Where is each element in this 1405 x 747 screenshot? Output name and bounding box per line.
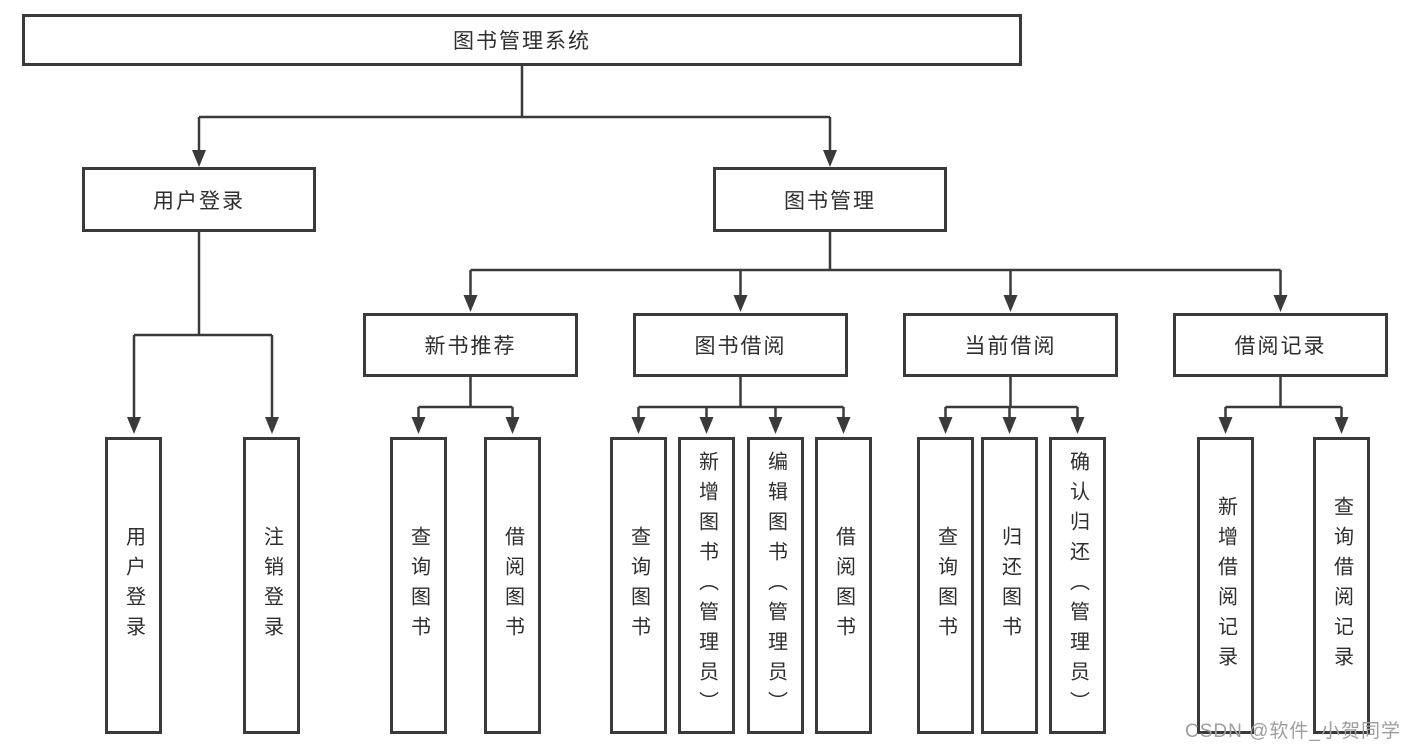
node-label: 编辑图书（管理员） (764, 450, 787, 721)
arrowhead (1218, 417, 1233, 434)
arrowhead (1334, 417, 1349, 434)
arrowhead (699, 417, 714, 434)
node-label: 归还图书 (998, 525, 1021, 646)
arrowhead (127, 417, 141, 434)
arrowhead (1070, 417, 1085, 434)
leaf-return-books: 归还图书 (981, 437, 1038, 734)
connector-borrow-records-split (1224, 377, 1343, 421)
node-new-book-recommend: 新书推荐 (363, 313, 578, 377)
node-user-login: 用户登录 (82, 167, 316, 232)
node-label: 借阅图书 (832, 525, 855, 646)
node-label: 新书推荐 (424, 335, 517, 358)
leaf-add-borrow-record: 新增借阅记录 (1197, 437, 1254, 734)
connector-user-login-split (132, 232, 274, 421)
node-label: 查询图书 (934, 525, 957, 646)
arrowhead (836, 417, 851, 434)
arrowhead (265, 417, 279, 434)
node-label: 新增图书（管理员） (695, 450, 718, 721)
node-label: 用户登录 (122, 525, 145, 646)
leaf-borrow-books-recommend: 借阅图书 (484, 437, 541, 734)
node-label: 用户登录 (153, 189, 245, 213)
leaf-query-borrow-record: 查询借阅记录 (1313, 437, 1370, 734)
leaf-logout: 注销登录 (243, 437, 300, 734)
arrowhead (1002, 417, 1017, 434)
node-current-borrowing: 当前借阅 (903, 313, 1118, 377)
node-label: 图书管理系统 (453, 30, 591, 53)
node-book-management: 图书管理 (713, 167, 947, 232)
arrowhead (733, 295, 748, 312)
connector-root-split (197, 66, 832, 153)
node-label: 图书借阅 (694, 335, 787, 358)
node-label: 新增借阅记录 (1214, 495, 1237, 676)
leaf-query-books-current: 查询图书 (917, 437, 974, 734)
arrowhead (631, 417, 646, 434)
node-label: 确认归还（管理员） (1066, 450, 1089, 721)
node-library-system: 图书管理系统 (22, 14, 1022, 66)
leaf-add-books-admin: 新增图书（管理员） (678, 437, 735, 734)
arrowhead (192, 150, 206, 167)
arrowhead (1003, 295, 1018, 312)
node-label: 借阅记录 (1234, 335, 1327, 358)
arrowhead (938, 417, 953, 434)
node-label: 借阅图书 (501, 525, 524, 646)
connector-book-mgmt-split (469, 232, 1282, 299)
leaf-user-login: 用户登录 (105, 437, 162, 734)
leaf-confirm-return-admin: 确认归还（管理员） (1049, 437, 1106, 734)
arrowhead (823, 150, 837, 167)
node-label: 当前借阅 (964, 335, 1057, 358)
leaf-edit-books-admin: 编辑图书（管理员） (747, 437, 804, 734)
arrowhead (463, 295, 478, 312)
node-label: 注销登录 (260, 525, 283, 646)
node-book-borrowing: 图书借阅 (633, 313, 848, 377)
leaf-query-books-borrowing: 查询图书 (610, 437, 667, 734)
node-label: 图书管理 (784, 189, 876, 213)
arrowhead (505, 417, 520, 434)
node-label: 查询图书 (407, 525, 430, 646)
arrowhead (411, 417, 426, 434)
arrowhead (768, 417, 783, 434)
connector-book-borrow-split (637, 377, 845, 421)
leaf-borrow-books: 借阅图书 (815, 437, 872, 734)
arrowhead (1273, 295, 1288, 312)
node-label: 查询借阅记录 (1330, 495, 1353, 676)
node-borrow-records: 借阅记录 (1173, 313, 1388, 377)
connector-new-book-split (417, 377, 514, 421)
node-label: 查询图书 (627, 525, 650, 646)
leaf-query-books-recommend: 查询图书 (390, 437, 447, 734)
connector-current-borrow-split (944, 377, 1079, 421)
watermark: CSDN @软件_小贺同学 (1185, 721, 1401, 742)
